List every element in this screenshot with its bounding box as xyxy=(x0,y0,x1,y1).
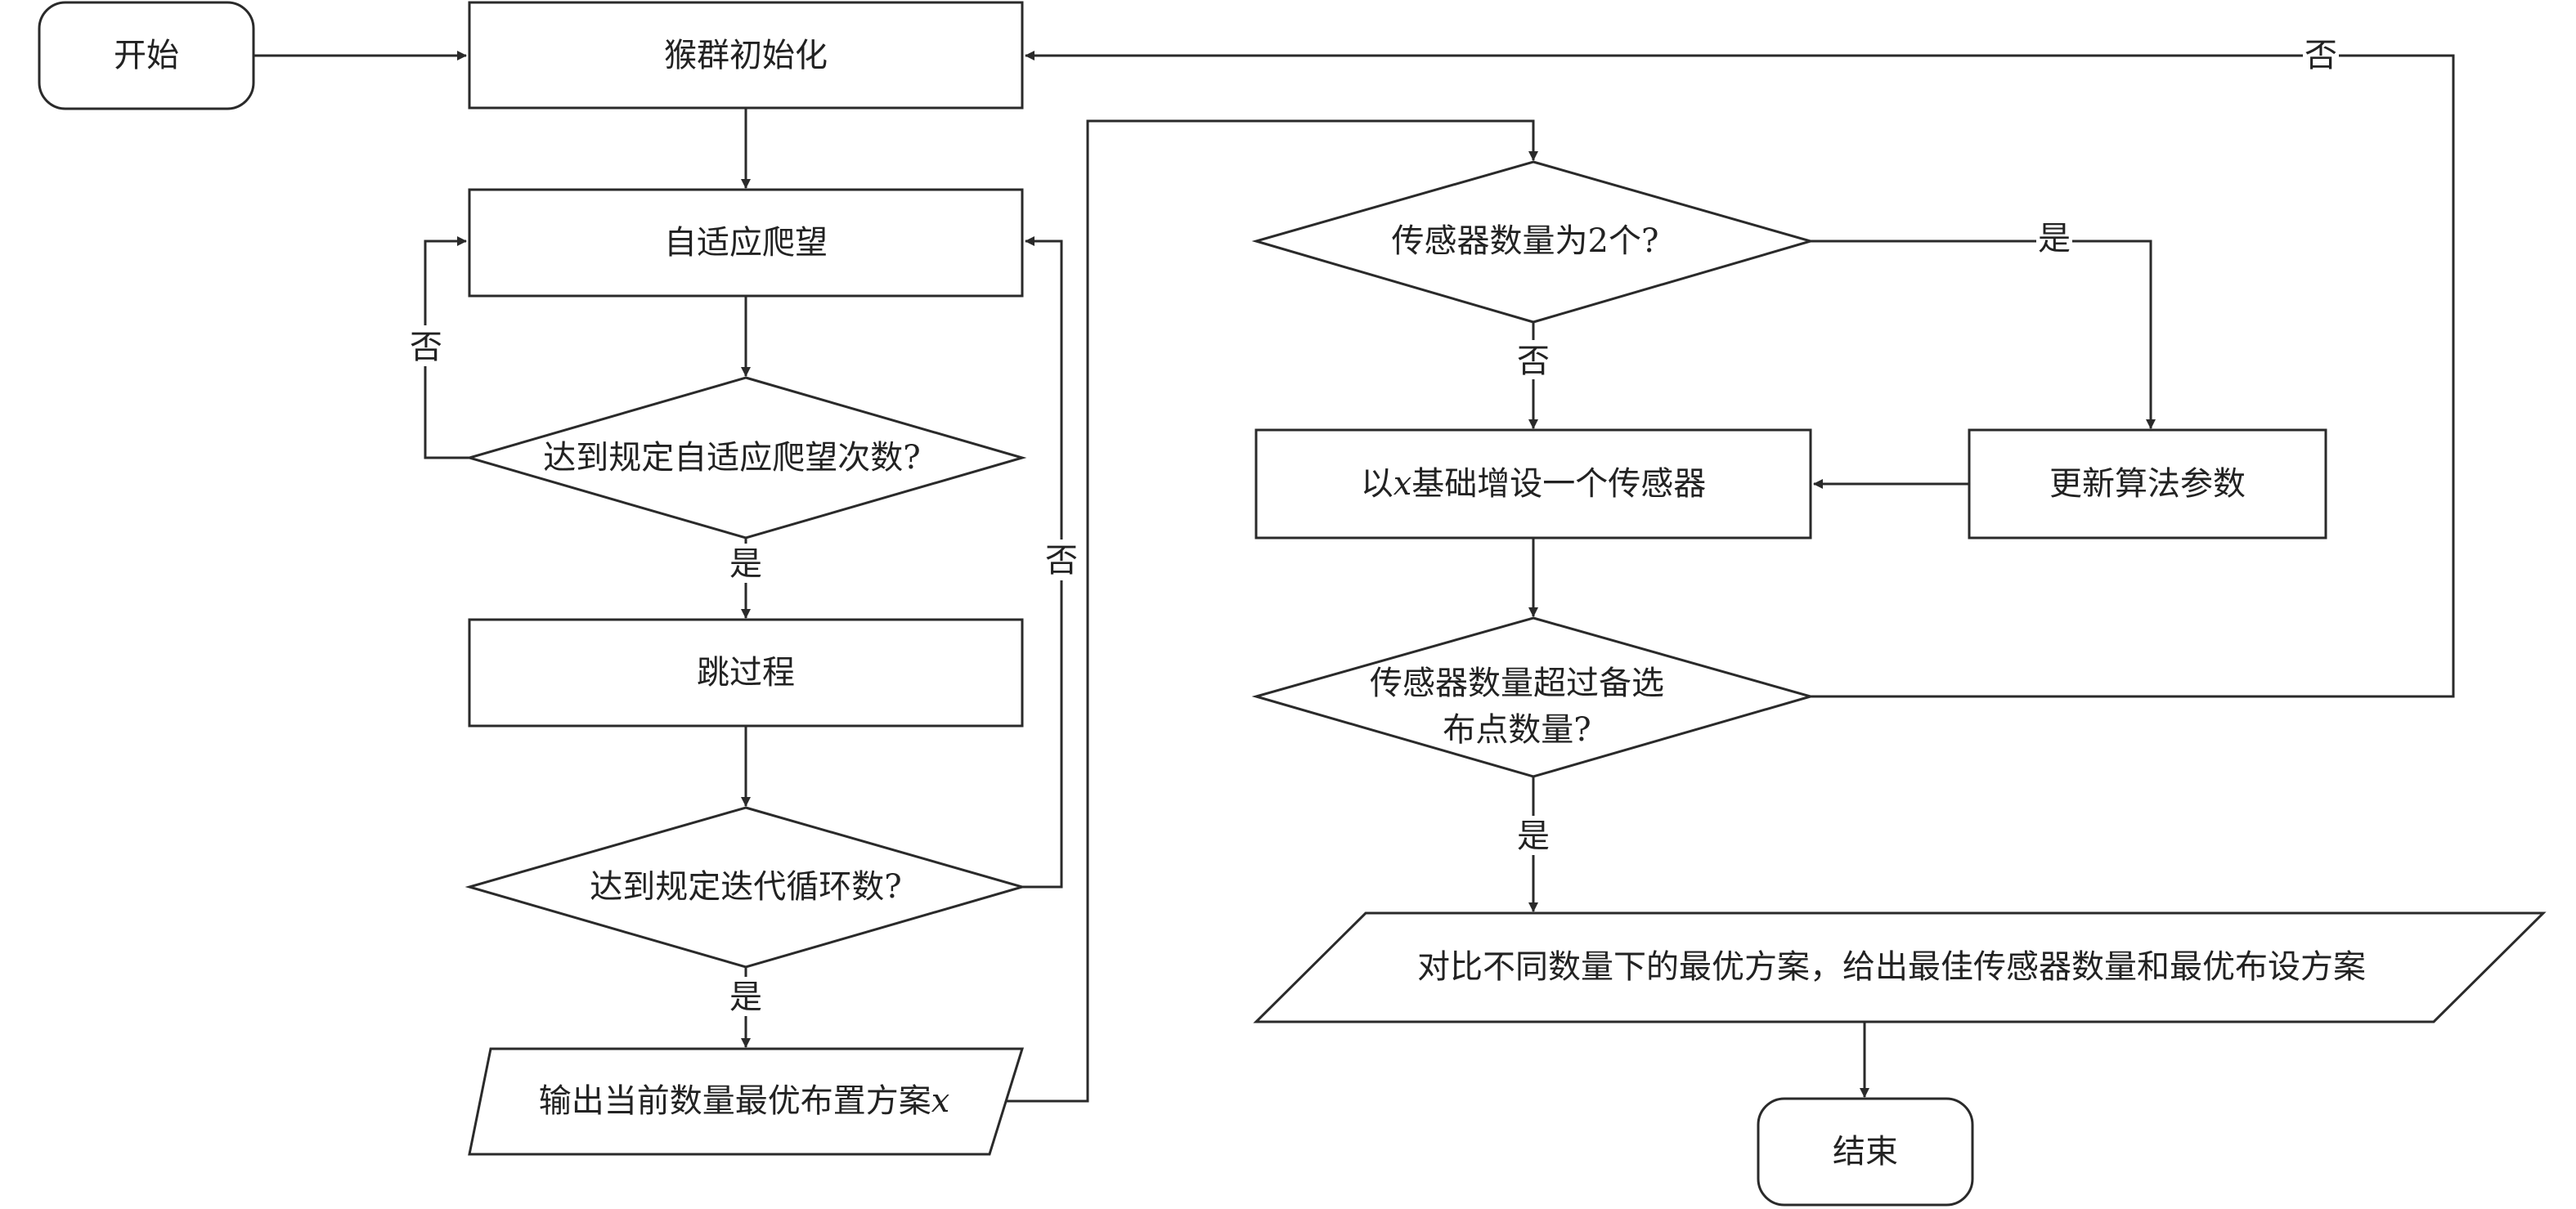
label-bg xyxy=(412,325,440,366)
edge-sensorcheck-yes xyxy=(1811,240,2156,429)
node-init: 猴群初始化 xyxy=(468,1,1024,110)
edge-labels: 否 是 否 是 是 否 否 是 xyxy=(410,36,2339,1016)
exceed-check-decision xyxy=(1251,616,1815,778)
update-label: 更新算法参数 xyxy=(2049,465,2246,503)
node-output: 输出当前数量最优布置方案x xyxy=(468,1047,1025,1156)
add-var: x xyxy=(1393,465,1412,503)
add-process xyxy=(1254,428,1812,540)
compare-io xyxy=(1253,911,2547,1023)
end-label: 结束 xyxy=(1833,1133,1898,1171)
label-bg xyxy=(2036,221,2072,258)
end-terminal xyxy=(1757,1097,1974,1207)
start-label: 开始 xyxy=(114,37,179,74)
label-sensor-yes: 是 xyxy=(2038,220,2071,257)
node-update: 更新算法参数 xyxy=(1968,428,2327,540)
node-start: 开始 xyxy=(38,1,255,110)
update-process xyxy=(1968,428,2327,540)
climb-check-decision xyxy=(464,376,1027,540)
add-text-pre: 以 xyxy=(1361,465,1393,503)
compare-label: 对比不同数量下的最优方案，给出最佳传感器数量和最优布设方案 xyxy=(1417,948,2366,986)
label-iter-no: 否 xyxy=(1045,542,1078,580)
label-bg xyxy=(1518,816,1549,855)
label-exceed-yes: 是 xyxy=(1517,817,1550,855)
node-add: 以x基础增设一个传感器 xyxy=(1254,428,1812,540)
label-bg xyxy=(1518,340,1549,379)
init-process xyxy=(468,1,1024,110)
label-sensor-no: 否 xyxy=(1517,343,1550,380)
add-text-post: 基础增设一个传感器 xyxy=(1411,465,1706,503)
label-bg xyxy=(1047,540,1076,580)
node-sensor-check: 传感器数量为2个? xyxy=(1251,160,1815,324)
label-iter-yes: 是 xyxy=(729,978,762,1016)
edge-output-to-sensorcheck xyxy=(990,119,1538,1103)
exceed-check-line1: 传感器数量超过备选 xyxy=(1370,665,1664,702)
edge-exceed-no xyxy=(1025,51,2455,698)
iter-check-decision xyxy=(464,806,1027,969)
climb-process xyxy=(468,188,1024,298)
climb-label: 自适应爬望 xyxy=(664,224,828,262)
edges xyxy=(254,51,2455,1103)
node-jump: 跳过程 xyxy=(468,618,1024,728)
label-climb-no: 否 xyxy=(410,329,442,366)
label-exceed-no: 否 xyxy=(2304,37,2337,74)
exceed-check-line2: 布点数量? xyxy=(1443,711,1591,749)
iter-check-label: 达到规定迭代循环数? xyxy=(590,868,901,906)
start-terminal xyxy=(38,1,255,110)
node-iter-check: 达到规定迭代循环数? xyxy=(464,806,1027,969)
jump-label: 跳过程 xyxy=(697,654,795,692)
climb-check-label: 达到规定自适应爬望次数? xyxy=(543,439,920,477)
sensor-check-label: 传感器数量为2个? xyxy=(1392,222,1659,260)
label-bg xyxy=(730,544,761,583)
node-exceed-check: 传感器数量超过备选 布点数量? xyxy=(1251,616,1815,778)
add-label: 以x基础增设一个传感器 xyxy=(1361,465,1707,503)
output-var: x xyxy=(931,1082,950,1120)
label-bg xyxy=(730,977,761,1016)
jump-process xyxy=(468,618,1024,728)
node-climb-check: 达到规定自适应爬望次数? xyxy=(464,376,1027,540)
output-label: 输出当前数量最优布置方案x xyxy=(539,1082,950,1120)
sensor-check-decision xyxy=(1251,160,1815,324)
label-climb-yes: 是 xyxy=(729,545,762,583)
node-climb: 自适应爬望 xyxy=(468,188,1024,298)
init-label: 猴群初始化 xyxy=(664,37,828,74)
label-bg xyxy=(2303,36,2339,75)
output-io xyxy=(468,1047,1025,1156)
output-text: 输出当前数量最优布置方案 xyxy=(539,1082,931,1120)
node-end: 结束 xyxy=(1757,1097,1974,1207)
node-compare: 对比不同数量下的最优方案，给出最佳传感器数量和最优布设方案 xyxy=(1253,911,2547,1023)
